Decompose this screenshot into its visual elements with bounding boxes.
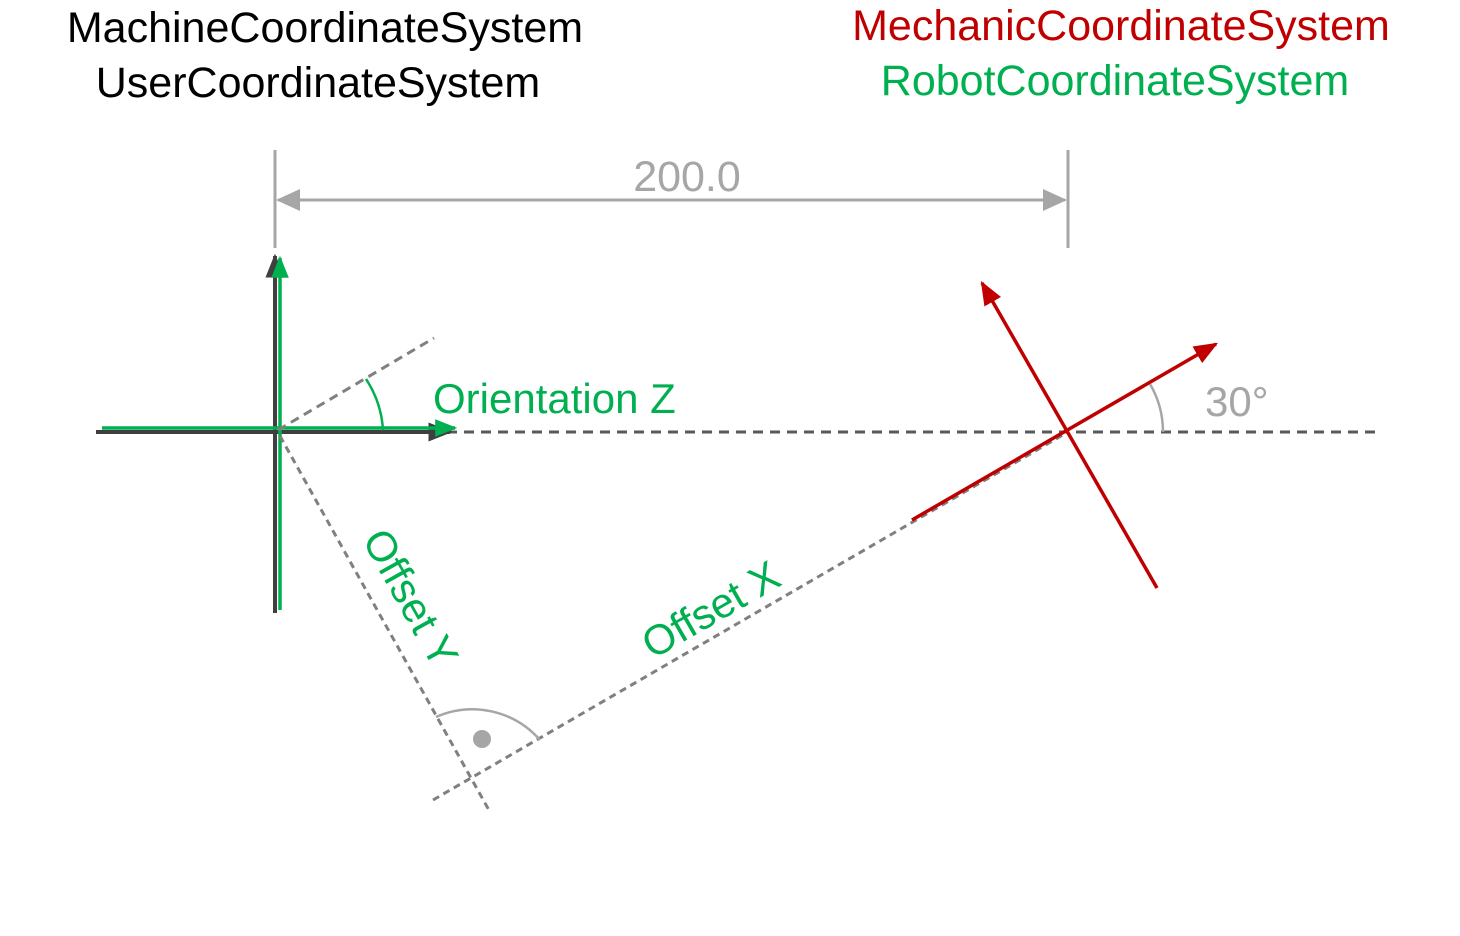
offset-x-label: Offset X xyxy=(634,551,788,667)
mechanic-y-axis xyxy=(980,280,1159,589)
dimension-arrowhead-right xyxy=(1043,189,1067,211)
rotation-angle-arc xyxy=(1148,383,1165,433)
offset-x-dashed-line xyxy=(432,430,1069,802)
distance-dimension: 200.0 xyxy=(273,150,1070,248)
robot-coordinate-system-title: RobotCoordinateSystem xyxy=(881,57,1349,105)
rotation-angle-label: 30° xyxy=(1205,378,1269,425)
distance-label: 200.0 xyxy=(633,153,741,201)
mechanic-axes xyxy=(911,280,1219,589)
machine-coordinate-system-title: MachineCoordinateSystem xyxy=(67,4,583,52)
mechanic-coordinate-system-title: MechanicCoordinateSystem xyxy=(852,2,1390,50)
orientation-dashed-line xyxy=(277,336,435,432)
orientation-z-label: Orientation Z xyxy=(433,375,676,422)
offset-y-dashed-line xyxy=(278,435,492,813)
orientation-angle-arc xyxy=(364,378,385,431)
machine-user-axes xyxy=(96,253,453,613)
right-angle-arc xyxy=(435,708,541,741)
user-coordinate-system-title: UserCoordinateSystem xyxy=(96,59,541,107)
right-angle-dot xyxy=(473,730,491,748)
mechanic-x-axis xyxy=(911,342,1219,522)
dimension-arrowhead-left xyxy=(276,189,300,211)
